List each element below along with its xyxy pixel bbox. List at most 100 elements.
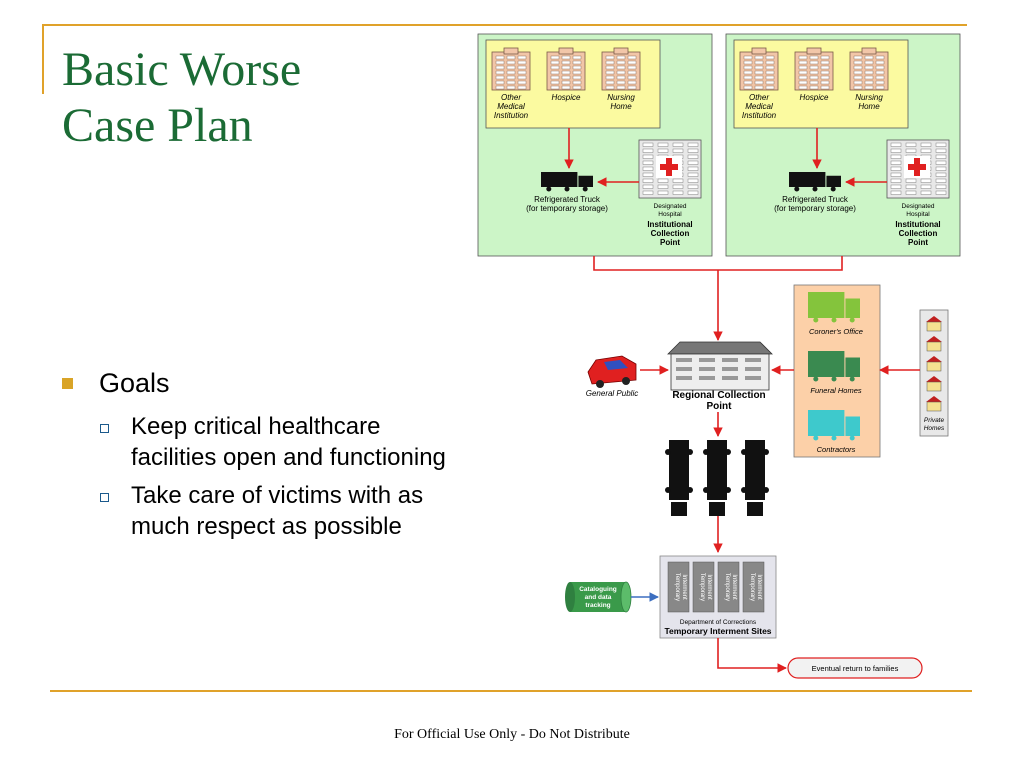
hospital-label: Designated [654, 203, 687, 210]
private-homes-label: Homes [924, 425, 945, 432]
truck-wheel [703, 449, 709, 455]
truck-cab [671, 502, 687, 516]
building-window [864, 80, 874, 85]
regional-window [676, 358, 692, 362]
truck-wheel [703, 487, 709, 493]
institution-label: Hospice [800, 93, 829, 102]
building-window [864, 65, 874, 70]
building-window [605, 55, 615, 60]
building-window [495, 65, 505, 70]
bottom-accent-rule [50, 690, 972, 692]
car-wheel [622, 377, 630, 385]
building-window [605, 85, 615, 90]
regional-window [722, 367, 738, 371]
building-window [743, 70, 753, 75]
interment-slot-label: Temporary [699, 573, 705, 601]
building-window [820, 70, 830, 75]
building-window [627, 85, 637, 90]
building-window [754, 85, 764, 90]
transport-truck-icon [703, 440, 731, 516]
building-window [743, 85, 753, 90]
hospital-window [935, 148, 947, 153]
panel-connector-line [593, 256, 843, 271]
house-roof-icon [926, 336, 942, 342]
truck-cab [845, 416, 860, 436]
building-window [820, 75, 830, 80]
truck-trailer [808, 351, 845, 377]
building-window [809, 85, 819, 90]
building-window [550, 85, 560, 90]
institution-building-icon [601, 47, 641, 91]
building-window [864, 55, 874, 60]
building-window [616, 75, 626, 80]
building-window [627, 70, 637, 75]
interment-slot-label: Interment [706, 574, 712, 600]
goals-section: Goals Keep critical healthcare facilitie… [62, 368, 452, 549]
institution-label: Nursing [855, 93, 883, 102]
building-window [627, 65, 637, 70]
refrigerated-truck-icon [541, 172, 593, 192]
building-window [517, 70, 527, 75]
hospital-window [920, 178, 932, 183]
hospital-window [890, 142, 902, 147]
building-window [572, 60, 582, 65]
building-window [875, 65, 885, 70]
building-window [517, 75, 527, 80]
regional-window [722, 358, 738, 362]
hospital-window [890, 148, 902, 153]
institution-building-icon [794, 47, 834, 91]
car-window [604, 360, 628, 370]
hospital-window [657, 142, 669, 147]
truck-cab [578, 175, 593, 187]
building-window [616, 55, 626, 60]
eventual-return-label: Eventual return to families [812, 664, 899, 673]
truck-label: (for temporary storage) [774, 204, 856, 213]
hospital-window [657, 184, 669, 189]
building-window [506, 85, 516, 90]
building-window [506, 60, 516, 65]
interment-slot-label: Interment [731, 574, 737, 600]
return-pill [787, 657, 923, 679]
cylinder-body [570, 582, 626, 612]
designated-hospital-icon [886, 139, 950, 199]
building-window [853, 80, 863, 85]
building-top [613, 47, 629, 55]
truck-wheel [813, 317, 819, 323]
house-body-icon [926, 361, 942, 372]
building-window [809, 75, 819, 80]
building-window [754, 65, 764, 70]
interment-slot-label: Temporary [749, 573, 755, 601]
left-accent-rule [42, 24, 44, 94]
institution-label: Other [749, 93, 769, 102]
building-window [605, 60, 615, 65]
title-line-1: Basic Worse [62, 43, 302, 96]
subitem-2: Take care of victims with as much respec… [100, 480, 452, 542]
building-window [743, 75, 753, 80]
collection-point-label: Institutional [647, 220, 692, 229]
hospital-window [920, 142, 932, 147]
hospital-window [905, 142, 917, 147]
building-window [572, 85, 582, 90]
institution-label: Medical [497, 102, 525, 111]
interment-slot-label: Interment [756, 574, 762, 600]
building-window [506, 65, 516, 70]
regional-collection-label: Regional Collection [672, 390, 765, 401]
hospital-window [890, 166, 902, 171]
building-window [875, 55, 885, 60]
collection-point-label: Point [660, 238, 680, 247]
building-window [616, 80, 626, 85]
truck-wheel [794, 186, 800, 192]
house-roof-icon [926, 376, 942, 382]
hospital-window [890, 154, 902, 159]
interment-slot-label: Temporary [724, 573, 730, 601]
truck-wheel [665, 487, 671, 493]
building-window [572, 55, 582, 60]
hospital-window [890, 190, 902, 195]
hospital-window [672, 142, 684, 147]
hospital-window [935, 166, 947, 171]
regional-window [676, 367, 692, 371]
building-window [875, 60, 885, 65]
building-window [875, 85, 885, 90]
